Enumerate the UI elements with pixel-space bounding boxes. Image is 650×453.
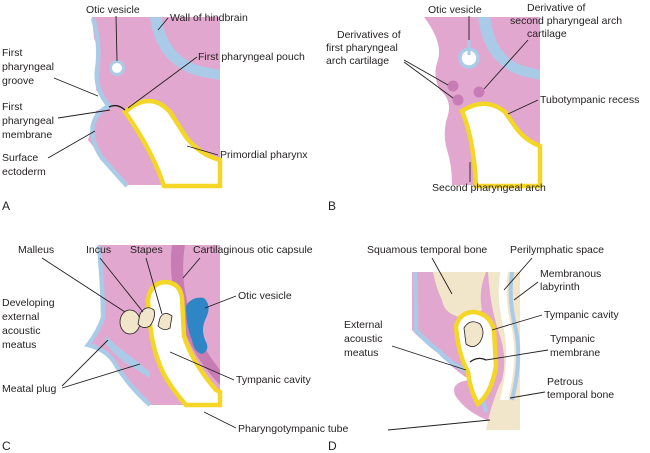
panel-c-letter: C bbox=[2, 439, 11, 453]
panel-b-first-arch-cartilage-upper bbox=[447, 80, 459, 92]
panel-b-second-arch-cartilage bbox=[473, 86, 485, 98]
panel-c-labels: Malleus Incus Stapes Cartilaginous otic … bbox=[2, 244, 348, 435]
panel-a-first-pharyngeal-membrane bbox=[108, 104, 126, 111]
label-c-malleus: Malleus bbox=[18, 244, 54, 256]
label-c-stapes: Stapes bbox=[130, 244, 163, 256]
label-d-external-acoustic-meatus: External acoustic meatus bbox=[344, 319, 385, 359]
label-d-membranous-labyrinth: Membranous labyrinth bbox=[540, 268, 604, 293]
label-c-otic-vesicle: Otic vesicle bbox=[238, 290, 292, 302]
panel-b-hindbrain-wall bbox=[478, 17, 540, 80]
label-d-perilymphatic-space: Perilymphatic space bbox=[510, 244, 604, 256]
panel-b-labels: Otic vesicle Derivative of second pharyn… bbox=[326, 2, 639, 194]
panel-d-labels: Squamous temporal bone Perilymphatic spa… bbox=[344, 244, 619, 401]
panel-d-leader-lines bbox=[387, 257, 549, 431]
label-d-petrous-temporal-bone: Petrous temporal bone bbox=[547, 376, 614, 401]
label-c-cartilaginous-otic-capsule: Cartilaginous otic capsule bbox=[193, 244, 313, 256]
panel-d-membranous-labyrinth bbox=[508, 271, 521, 401]
panel-a-hindbrain-wall bbox=[150, 17, 220, 80]
label-c-tympanic-cavity: Tympanic cavity bbox=[236, 374, 311, 386]
label-d-tympanic-membrane: Tympanic membrane bbox=[550, 333, 600, 359]
panel-b-letter: B bbox=[328, 199, 336, 213]
panel-c-meatal-plug bbox=[106, 336, 150, 378]
label-a-surface-ectoderm: Surface ectoderm bbox=[2, 152, 46, 178]
panel-b-first-arch-cartilage-lower bbox=[452, 94, 464, 106]
label-c-developing-external-acoustic-meatus: Developing external acoustic meatus bbox=[2, 297, 57, 351]
label-b-otic-vesicle: Otic vesicle bbox=[428, 4, 482, 16]
panel-c-leader-lines bbox=[41, 257, 237, 429]
panel-c bbox=[84, 245, 223, 408]
panel-b bbox=[424, 17, 543, 189]
panel-a-surface-ectoderm bbox=[90, 17, 129, 188]
label-a-first-pharyngeal-groove: First pharyngeal groove bbox=[2, 47, 57, 87]
label-b-tubotympanic-recess: Tubotympanic recess bbox=[540, 94, 639, 106]
label-c-incus: Incus bbox=[86, 244, 111, 256]
panel-c-stapes bbox=[157, 313, 173, 330]
panel-a-otic-vesicle bbox=[109, 60, 125, 76]
panel-d bbox=[412, 271, 521, 430]
label-a-primordial-pharynx: Primordial pharynx bbox=[220, 149, 308, 161]
label-c-meatal-plug: Meatal plug bbox=[2, 383, 56, 395]
label-c-pharyngotympanic-tube: Pharyngotympanic tube bbox=[238, 423, 348, 435]
panel-a-pharyngeal-endoderm bbox=[121, 98, 223, 189]
panel-b-pharyngeal-endoderm bbox=[459, 101, 543, 189]
panel-c-incus bbox=[137, 307, 155, 328]
label-d-tympanic-cavity: Tympanic cavity bbox=[544, 309, 619, 321]
label-b-derivative-second-arch-cartilage: Derivative of second pharyngeal arch car… bbox=[510, 2, 625, 40]
panel-c-otic-vesicle bbox=[186, 297, 209, 354]
panel-c-surface-ectoderm bbox=[84, 245, 152, 407]
panel-b-leader-lines bbox=[403, 16, 539, 182]
panel-d-ossicles bbox=[463, 321, 484, 347]
label-a-wall-of-hindbrain: Wall of hindbrain bbox=[170, 12, 248, 24]
panel-d-tympanic-membrane bbox=[469, 357, 487, 363]
label-a-first-pharyngeal-pouch: First pharyngeal pouch bbox=[198, 51, 305, 63]
panel-d-letter: D bbox=[328, 439, 337, 453]
label-b-second-pharyngeal-arch: Second pharyngeal arch bbox=[432, 182, 546, 194]
label-d-squamous-temporal-bone: Squamous temporal bone bbox=[367, 244, 487, 256]
panel-c-cartilaginous-otic-capsule bbox=[170, 245, 220, 385]
panel-c-malleus bbox=[119, 309, 141, 335]
panel-d-perilymphatic-space bbox=[498, 272, 515, 400]
panel-c-tympanic-cavity bbox=[145, 279, 223, 408]
panel-a-labels: Otic vesicle Wall of hindbrain First pha… bbox=[2, 4, 308, 178]
label-b-derivatives-first-arch-cartilage: Derivatives of first pharyngeal arch car… bbox=[326, 29, 404, 67]
label-a-otic-vesicle: Otic vesicle bbox=[86, 4, 140, 16]
panel-a bbox=[88, 17, 223, 189]
label-a-first-pharyngeal-membrane: First pharyngeal membrane bbox=[2, 101, 57, 141]
panel-a-letter: A bbox=[2, 199, 10, 213]
panel-a-leader-lines bbox=[47, 15, 219, 159]
